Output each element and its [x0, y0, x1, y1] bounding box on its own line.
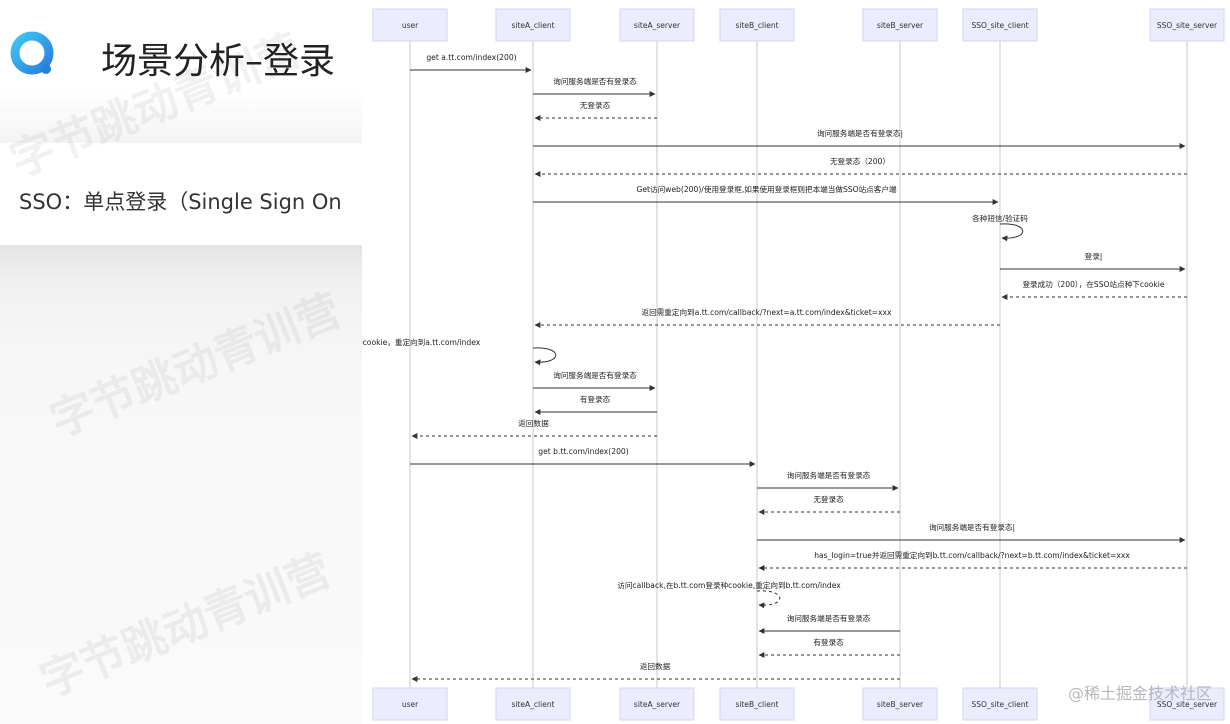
footer-watermark: @稀土掘金技术社区 — [1067, 684, 1212, 703]
message-6: Get访问web(200)/使用登录框,如果使用登录框则把本端当做SSO站点客户… — [533, 184, 999, 205]
participant-box-SSO_site_client: SSO_site_client — [962, 8, 1038, 42]
message-8: 登录| — [1000, 251, 1186, 272]
message-label: 返回需重定向到a.tt.com/callback/?next=a.tt.com/… — [641, 307, 892, 317]
message-5: 无登录态（200） — [534, 156, 1187, 177]
message-17: 无登录态 — [758, 494, 900, 515]
participant-label: user — [402, 700, 419, 709]
participant-box-siteA_client: siteA_client — [495, 8, 571, 42]
message-label: has_login=true并返回需重定向到b.tt.com/callback/… — [814, 550, 1130, 560]
message-label: 有登录态 — [813, 637, 844, 647]
participant-label: SSO_site_client — [971, 700, 1028, 709]
slide-header-area — [0, 0, 362, 143]
message-14: 返回数据 — [411, 418, 657, 439]
message-23: 返回数据 — [411, 661, 900, 682]
sequence-diagram-canvas: user siteA_client siteA_server siteB_client… — [362, 8, 1225, 721]
participant-label: siteB_server — [877, 700, 924, 709]
message-label: get a.tt.com/index(200) — [426, 53, 516, 62]
message-15: get b.tt.com/index(200) — [410, 447, 756, 467]
message-label: 询问服务端是否有登录态 — [553, 370, 637, 380]
message-label: 询问服务端是否有登录态 — [787, 613, 871, 623]
message-2: 询问服务端是否有登录态 — [533, 76, 656, 97]
participant-label: siteB_server — [877, 21, 924, 30]
bytedance-camp-logo-icon — [10, 31, 54, 75]
message-label: 登录| — [1085, 251, 1103, 261]
message-label: 访问callback,在b.tt.com登录种cookie,重定向到b.tt.c… — [617, 580, 841, 590]
message-13: 有登录态 — [534, 394, 657, 415]
message-arrow — [756, 590, 781, 609]
participant-label: siteA_client — [511, 21, 554, 30]
participant-label: siteA_server — [634, 700, 681, 709]
message-20: 访问callback,在b.tt.com登录种cookie,重定向到b.tt.c… — [617, 580, 841, 609]
participant-box-siteB_server: siteB_server — [862, 8, 938, 42]
message-label: 询问服务端是否有登录态 — [553, 76, 637, 86]
message-21: 询问服务端是否有登录态 — [758, 613, 900, 634]
message-12: 询问服务端是否有登录态 — [533, 370, 656, 391]
slide-panel: 字节跳动青训营 字节跳动青训营 字节跳动青训营 场景分析–登录 SSO：单点登录… — [0, 0, 362, 724]
message-label: 无登录态（200） — [830, 156, 890, 166]
slide-body-text: SSO：单点登录（Single Sign On — [19, 190, 342, 214]
participant-box-siteA_server: siteA_server — [619, 687, 695, 721]
participant-box-siteA_client: siteA_client — [495, 687, 571, 721]
participant-label: siteB_client — [735, 21, 778, 30]
participant-box-siteB_server: siteB_server — [862, 687, 938, 721]
message-label: 有登录态 — [580, 394, 611, 404]
message-18: 询问服务端是否有登录态| — [757, 522, 1186, 543]
slide-content-band — [0, 143, 362, 245]
message-arrow — [532, 347, 557, 366]
participant-label: user — [402, 21, 419, 30]
participant-box-siteA_server: siteA_server — [619, 8, 695, 42]
message-10: 返回需重定向到a.tt.com/callback/?next=a.tt.com/… — [534, 307, 1000, 328]
message-19: has_login=true并返回需重定向到b.tt.com/callback/… — [758, 550, 1187, 571]
message-9: 登录成功（200），在SSO站点种下cookie — [1001, 279, 1187, 300]
slide-title: 场景分析–登录 — [101, 41, 336, 82]
message-22: 有登录态 — [758, 637, 900, 658]
participant-box-siteB_client: siteB_client — [719, 687, 795, 721]
participant-box-siteB_client: siteB_client — [719, 8, 795, 42]
message-label: 返回数据 — [640, 661, 671, 671]
message-label: 无登录态 — [813, 494, 844, 504]
message-4: 询问服务端是否有登录态| — [533, 128, 1186, 149]
message-label: 返回数据 — [518, 418, 549, 428]
message-label: 无登录态 — [580, 100, 611, 110]
participant-box-user: user — [372, 687, 448, 721]
message-label: 在a.tt.com种cookie，重定向到a.tt.com/index — [362, 337, 481, 347]
message-11: 在a.tt.com种cookie，重定向到a.tt.com/index — [362, 337, 557, 366]
participant-label: SSO_site_client — [971, 21, 1028, 30]
message-1: get a.tt.com/index(200) — [410, 53, 532, 73]
slide-lower-area — [0, 245, 362, 724]
message-label: 登录成功（200），在SSO站点种下cookie — [1022, 279, 1164, 289]
participant-box-SSO_site_client: SSO_site_client — [962, 687, 1038, 721]
participant-label: SSO_site_server — [1157, 21, 1218, 30]
message-label: 询问服务端是否有登录态| — [817, 128, 903, 138]
participant-box-user: user — [372, 8, 448, 42]
message-label: Get访问web(200)/使用登录框,如果使用登录框则把本端当做SSO站点客户… — [636, 184, 896, 194]
participant-box-SSO_site_server: SSO_site_server — [1149, 8, 1225, 42]
participant-label: siteB_client — [735, 700, 778, 709]
message-label: get b.tt.com/index(200) — [538, 447, 628, 456]
message-label: 各种短信/验证码 — [972, 213, 1028, 223]
message-label: 询问服务端是否有登录态 — [787, 470, 871, 480]
sequence-diagram: user siteA_client siteA_server siteB_client… — [362, 0, 1230, 724]
message-3: 无登录态 — [534, 100, 657, 121]
participant-label: SSO_site_server — [1157, 700, 1218, 709]
message-16: 询问服务端是否有登录态 — [757, 470, 899, 491]
participant-box-SSO_site_server: SSO_site_server — [1149, 687, 1225, 721]
participant-label: siteA_server — [634, 21, 681, 30]
participant-label: siteA_client — [511, 700, 554, 709]
message-arrow — [999, 223, 1024, 242]
message-label: 询问服务端是否有登录态| — [929, 522, 1015, 532]
message-7: 各种短信/验证码 — [972, 213, 1028, 242]
